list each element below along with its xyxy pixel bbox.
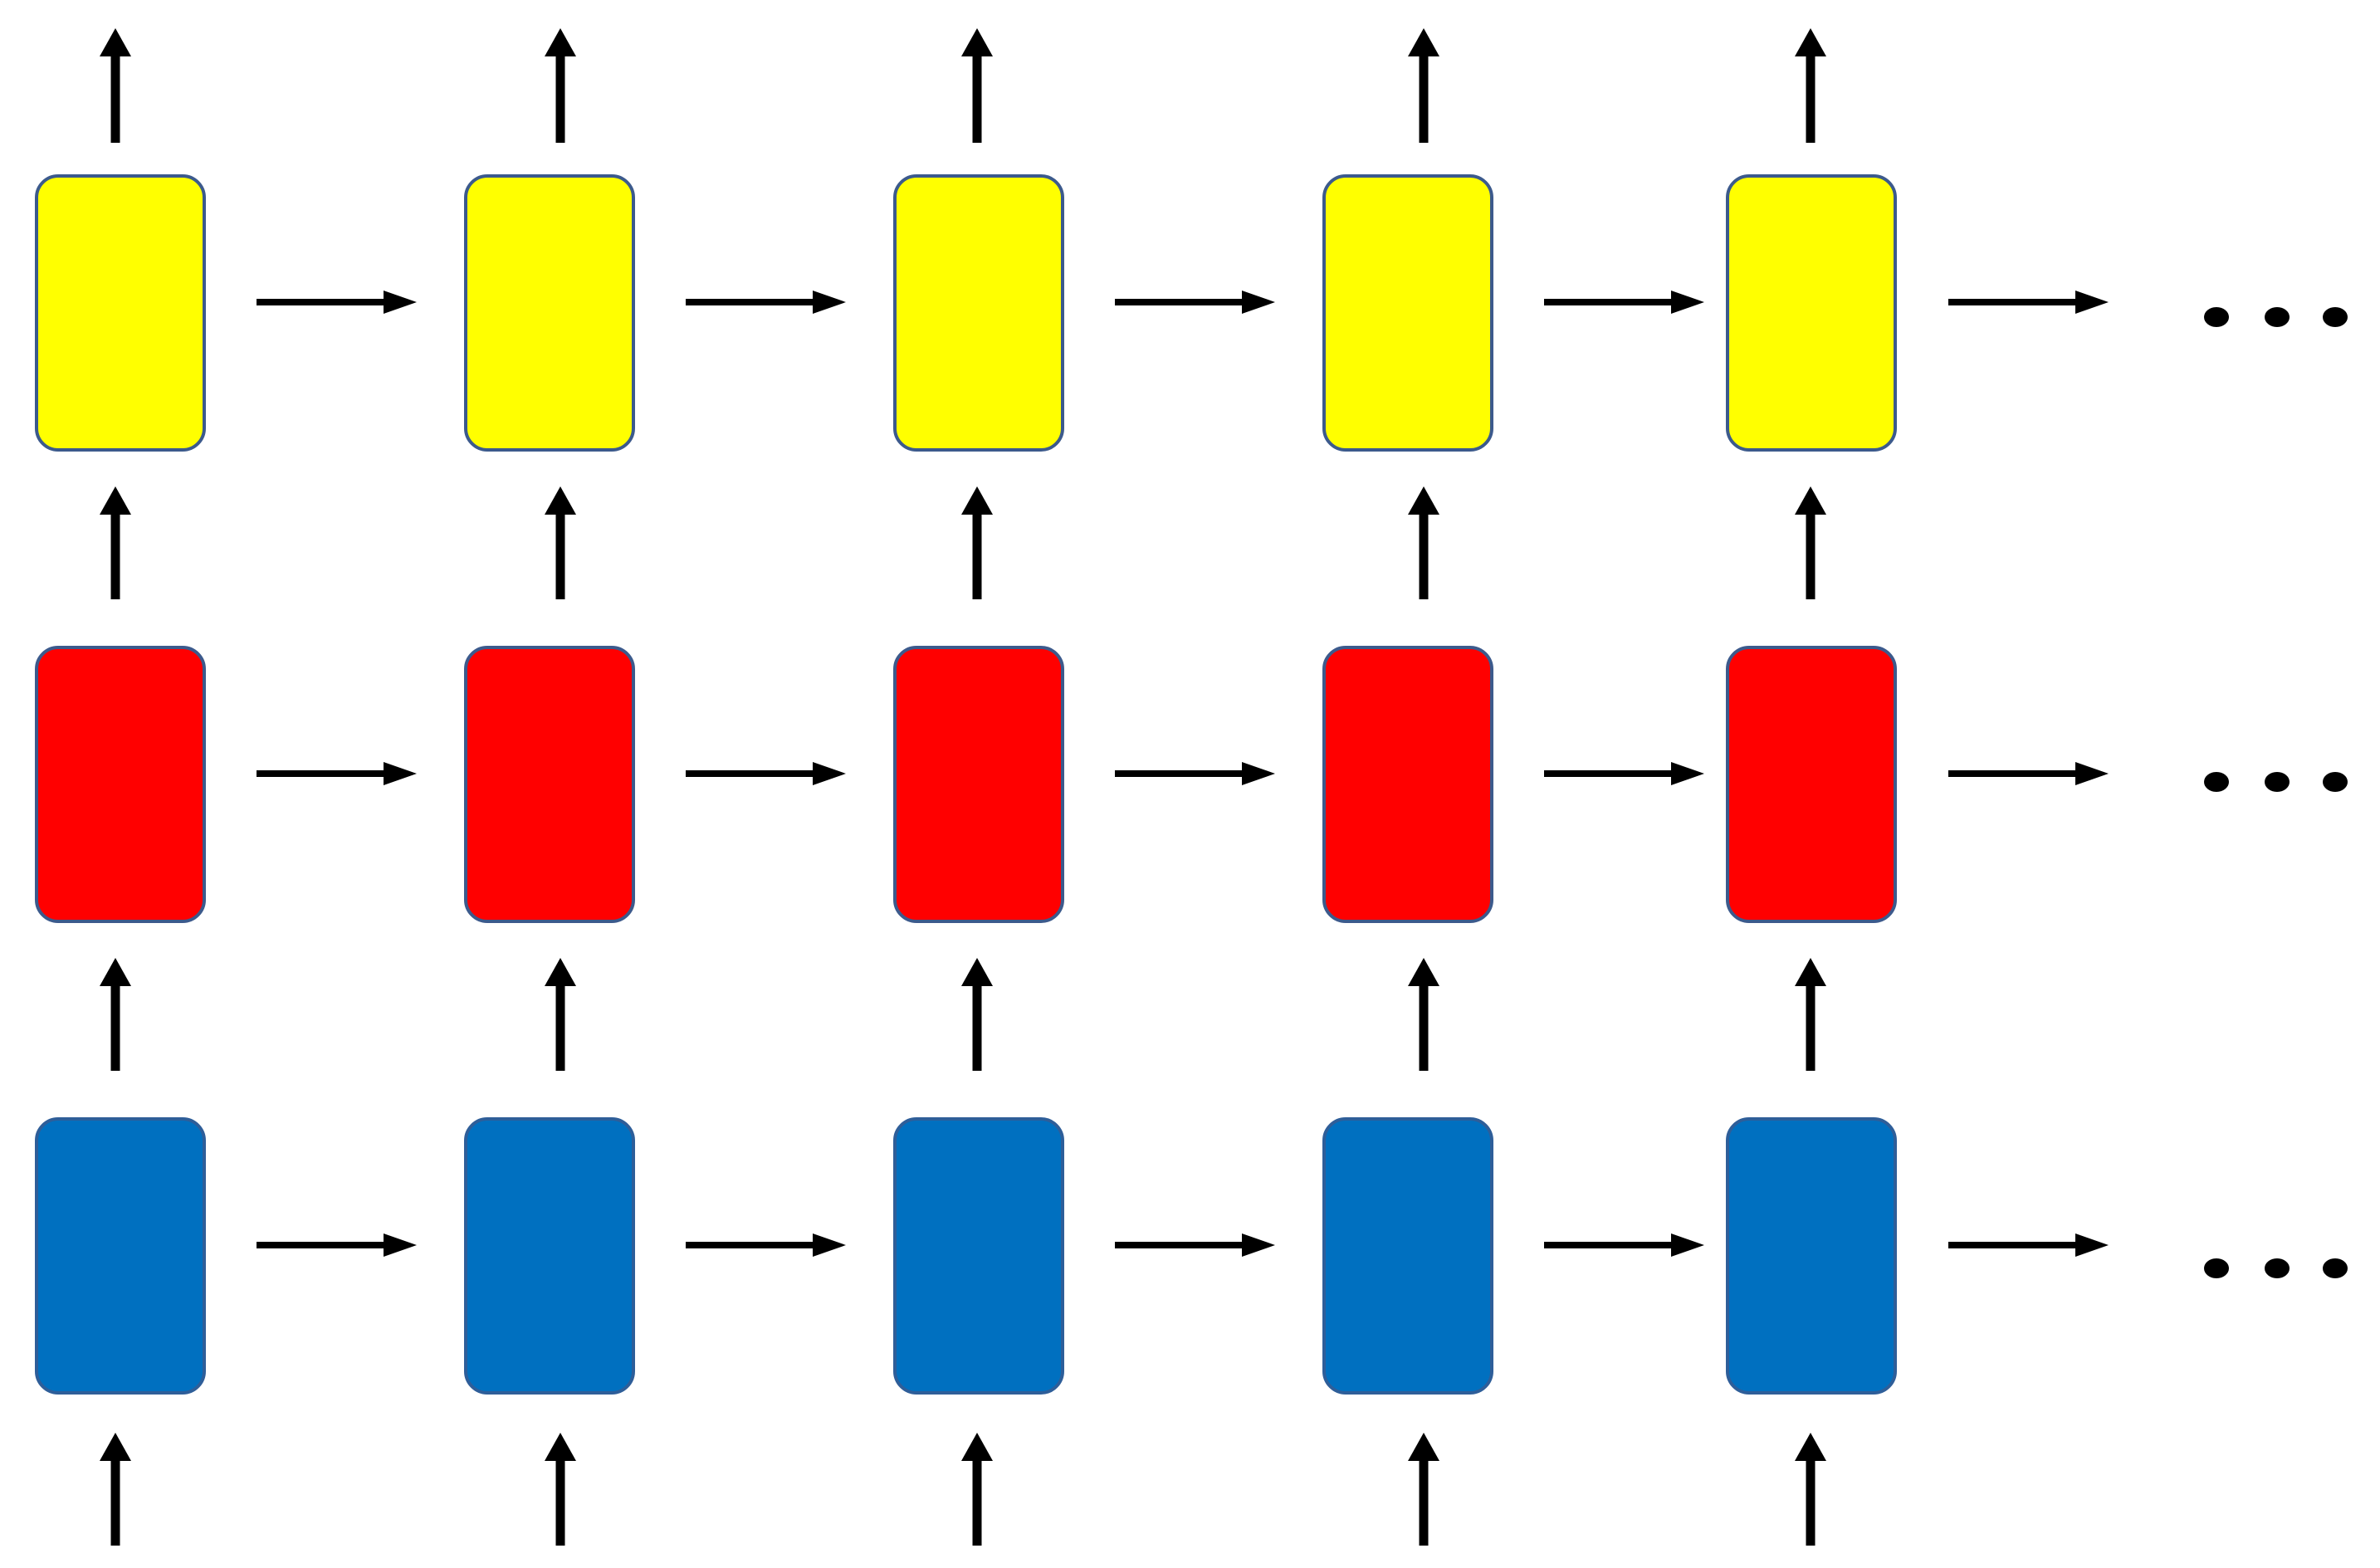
top-layer-arrow-5: [1948, 291, 2109, 314]
middle-to-top-arrow-3: [961, 486, 993, 599]
input-arrow-5: [1795, 1433, 1826, 1546]
bottom-to-middle-arrow-1: [100, 958, 131, 1071]
middle-layer-arrow-5: [1948, 762, 2109, 785]
top-layer-cell-1: [35, 174, 206, 452]
bottom-layer-arrow-3: [1115, 1233, 1275, 1257]
bottom-layer-arrow-1: [257, 1233, 417, 1257]
arrow-head: [545, 486, 576, 515]
ellipsis-dot: [2265, 1258, 2290, 1278]
top-layer-arrow-4: [1544, 291, 1704, 314]
input-arrow-4: [1408, 1433, 1439, 1546]
arrow-head: [1408, 28, 1439, 56]
arrow-head: [100, 958, 131, 986]
arrow-head: [384, 1233, 417, 1257]
arrow-head: [1795, 28, 1826, 56]
arrow-head: [545, 958, 576, 986]
bottom-to-middle-arrow-5: [1795, 958, 1826, 1071]
top-layer-ellipsis: [2204, 307, 2348, 327]
ellipsis-dot: [2323, 772, 2348, 792]
middle-layer-cell-5: [1726, 646, 1897, 923]
output-arrow-5: [1795, 28, 1826, 143]
arrow-head: [1242, 1233, 1275, 1257]
input-arrow-3: [961, 1433, 993, 1546]
arrow-head: [813, 1233, 846, 1257]
output-arrow-1: [100, 28, 131, 143]
arrow-head: [1795, 1433, 1826, 1461]
output-arrow-4: [1408, 28, 1439, 143]
input-arrow-1: [100, 1433, 131, 1546]
bottom-to-middle-arrow-3: [961, 958, 993, 1071]
bottom-layer-arrow-4: [1544, 1233, 1704, 1257]
arrow-head: [2075, 1233, 2109, 1257]
bottom-layer-cell-1: [35, 1117, 206, 1395]
top-layer-arrow-2: [686, 291, 846, 314]
middle-to-top-arrow-1: [100, 486, 131, 599]
arrow-head: [2075, 291, 2109, 314]
middle-layer-cell-4: [1322, 646, 1493, 923]
arrow-head: [1671, 762, 1704, 785]
middle-layer-arrow-2: [686, 762, 846, 785]
arrow-head: [1795, 958, 1826, 986]
arrow-head: [384, 762, 417, 785]
ellipsis-dot: [2323, 1258, 2348, 1278]
arrow-head: [1408, 1433, 1439, 1461]
arrow-head: [961, 486, 993, 515]
arrow-head: [1671, 1233, 1704, 1257]
top-layer-arrow-1: [257, 291, 417, 314]
bottom-layer-cell-3: [893, 1117, 1064, 1395]
middle-to-top-arrow-2: [545, 486, 576, 599]
bottom-layer-cell-5: [1726, 1117, 1897, 1395]
arrow-head: [384, 291, 417, 314]
ellipsis-dot: [2204, 307, 2229, 327]
middle-layer-cell-3: [893, 646, 1064, 923]
arrow-head: [961, 28, 993, 56]
middle-layer-arrow-1: [257, 762, 417, 785]
bottom-layer-arrow-5: [1948, 1233, 2109, 1257]
bottom-layer-cell-4: [1322, 1117, 1493, 1395]
ellipsis-dot: [2204, 1258, 2229, 1278]
arrow-head: [100, 486, 131, 515]
arrow-head: [1671, 291, 1704, 314]
top-layer-arrow-3: [1115, 291, 1275, 314]
bottom-layer-cell-2: [464, 1117, 635, 1395]
arrow-head: [813, 762, 846, 785]
ellipsis-dot: [2265, 307, 2290, 327]
bottom-layer-ellipsis: [2204, 1258, 2348, 1278]
top-layer-cell-4: [1322, 174, 1493, 452]
middle-layer-cell-1: [35, 646, 206, 923]
arrow-head: [100, 1433, 131, 1461]
ellipsis-dot: [2265, 772, 2290, 792]
arrow-head: [2075, 762, 2109, 785]
arrow-head: [1242, 762, 1275, 785]
bottom-to-middle-arrow-2: [545, 958, 576, 1071]
arrow-head: [1242, 291, 1275, 314]
output-arrow-2: [545, 28, 576, 143]
middle-layer-ellipsis: [2204, 772, 2348, 792]
arrow-head: [813, 291, 846, 314]
middle-to-top-arrow-4: [1408, 486, 1439, 599]
ellipsis-dot: [2204, 772, 2229, 792]
middle-to-top-arrow-5: [1795, 486, 1826, 599]
middle-layer-arrow-4: [1544, 762, 1704, 785]
arrow-head: [1408, 486, 1439, 515]
arrow-head: [1408, 958, 1439, 986]
arrow-head: [1795, 486, 1826, 515]
arrow-head: [961, 958, 993, 986]
input-arrow-2: [545, 1433, 576, 1546]
bottom-to-middle-arrow-4: [1408, 958, 1439, 1071]
bottom-layer-arrow-2: [686, 1233, 846, 1257]
ellipsis-dot: [2323, 307, 2348, 327]
top-layer-cell-5: [1726, 174, 1897, 452]
top-layer-cell-3: [893, 174, 1064, 452]
top-layer-cell-2: [464, 174, 635, 452]
arrow-head: [100, 28, 131, 56]
arrow-head: [545, 28, 576, 56]
output-arrow-3: [961, 28, 993, 143]
arrow-head: [545, 1433, 576, 1461]
middle-layer-cell-2: [464, 646, 635, 923]
middle-layer-arrow-3: [1115, 762, 1275, 785]
arrow-head: [961, 1433, 993, 1461]
